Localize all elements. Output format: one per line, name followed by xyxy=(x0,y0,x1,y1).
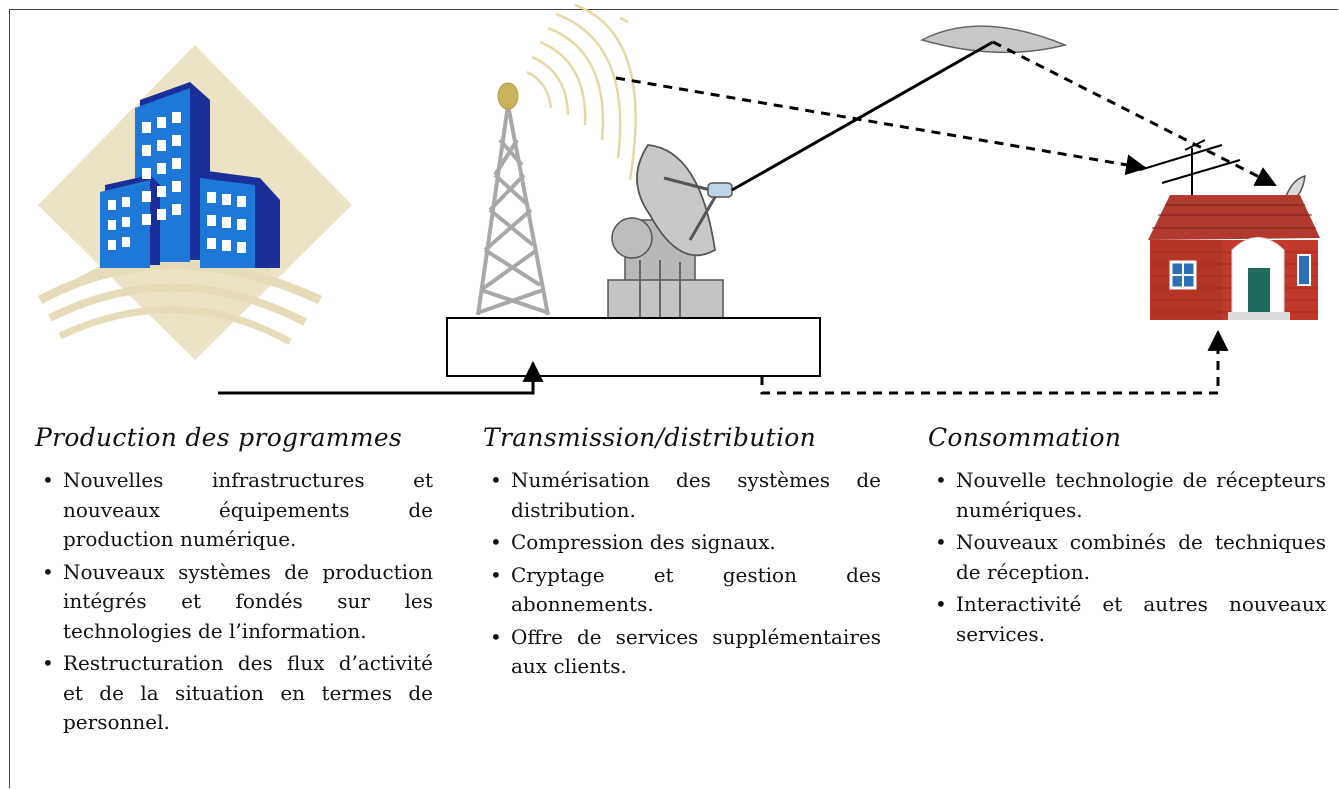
office-buildings-icon xyxy=(37,45,352,360)
heading-production: Production des programmes xyxy=(35,423,403,452)
list-item: Numérisation des systèmes de distributio… xyxy=(483,466,881,525)
list-item: Offre de services supplémentaires aux cl… xyxy=(483,623,881,682)
distribution-box xyxy=(446,317,821,377)
list-production: Nouvelles infrastructures et nouveaux éq… xyxy=(35,466,433,738)
list-item: Nouvelles infrastructures et nouveaux éq… xyxy=(35,466,433,555)
column-transmission: Transmission/distribution Numérisation d… xyxy=(483,423,881,685)
terrestrial-broadcast-arrow xyxy=(615,76,1148,176)
list-item: Nouveaux combinés de techniques de récep… xyxy=(928,528,1326,587)
heading-transmission: Transmission/distribution xyxy=(483,423,817,452)
heading-consommation: Consommation xyxy=(928,423,1122,452)
column-consommation: Consommation Nouvelle technologie de réc… xyxy=(928,423,1326,652)
satellite-dish-icon xyxy=(607,144,733,319)
uplink-line xyxy=(731,40,994,192)
list-item: Compression des signaux. xyxy=(483,528,881,558)
distribution-to-house-arrow xyxy=(760,329,1229,395)
list-consommation: Nouvelle technologie de récepteurs numér… xyxy=(928,466,1326,649)
house-icon xyxy=(1148,195,1320,320)
production-feed-arrow xyxy=(218,360,544,395)
column-production: Production des programmes Nouvelles infr… xyxy=(35,423,433,741)
list-item: Nouveaux systèmes de production intégrés… xyxy=(35,558,433,647)
list-item: Cryptage et gestion des abonnements. xyxy=(483,561,881,620)
radio-waves-icon xyxy=(526,3,637,181)
satellite-downlink-arrow xyxy=(992,40,1277,187)
list-item: Interactivité et autres nouveaux service… xyxy=(928,590,1326,649)
transmission-tower-icon xyxy=(476,82,550,316)
satellite-icon xyxy=(919,25,1068,54)
list-transmission: Numérisation des systèmes de distributio… xyxy=(483,466,881,682)
diagram-illustration xyxy=(37,3,1320,395)
list-item: Nouvelle technologie de récepteurs numér… xyxy=(928,466,1326,525)
list-item: Restructuration des flux d’activité et d… xyxy=(35,649,433,738)
diagram-frame xyxy=(9,9,1338,788)
